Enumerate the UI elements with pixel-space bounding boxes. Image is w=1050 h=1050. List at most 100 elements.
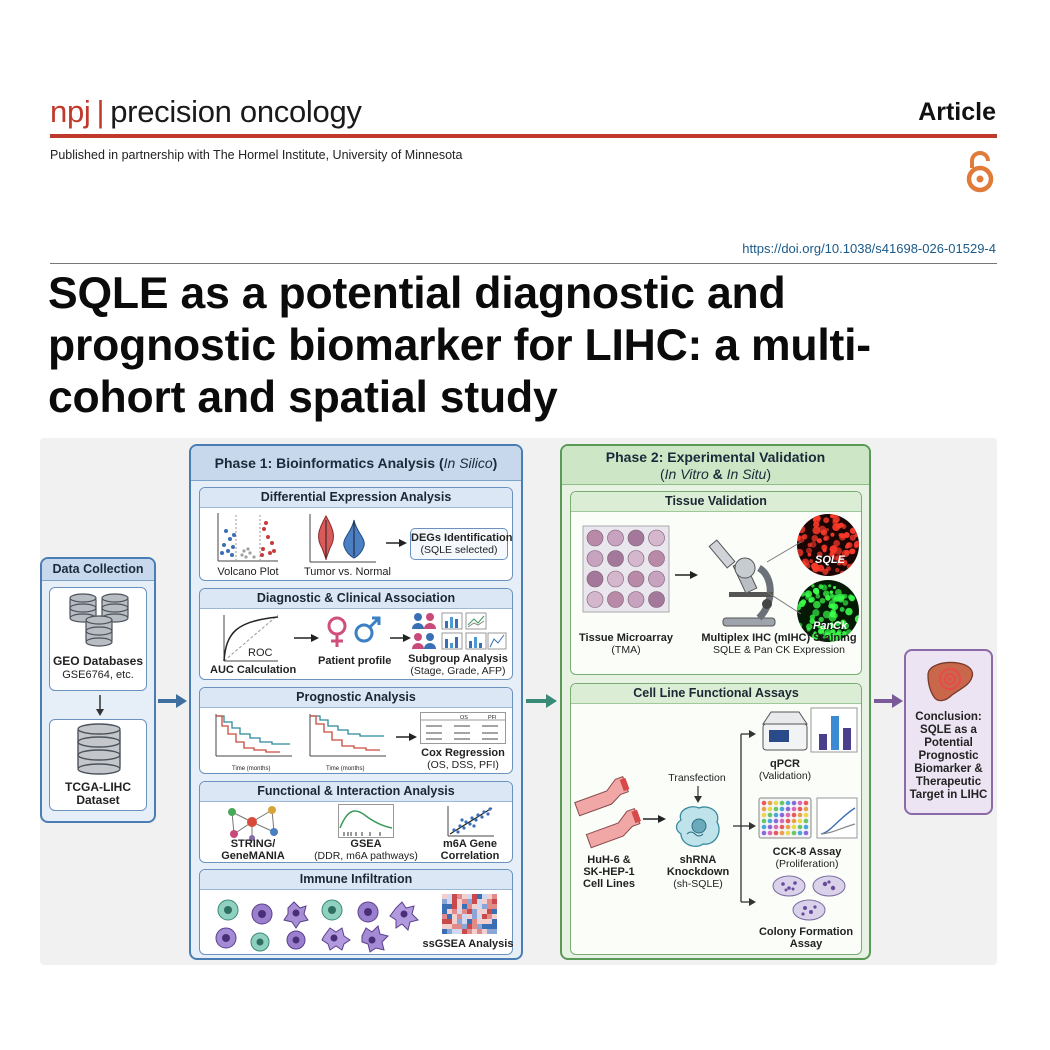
- partnership-note: Published in partnership with The Hormel…: [50, 148, 463, 162]
- plate-well: [791, 824, 797, 830]
- heatmap-cell: [452, 929, 457, 934]
- conclusion-line-6: Therapeutic: [915, 776, 982, 788]
- stain-dot: [798, 571, 803, 576]
- immune-box: Immune Infiltration ssGSEA Analysis: [199, 869, 513, 955]
- arrow-right-icon: [390, 634, 411, 642]
- dea-header: Differential Expression Analysis: [200, 488, 512, 508]
- phase1-panel: Phase 1: Bioinformatics Analysis (In Sil…: [189, 444, 523, 960]
- m6a-label-1: m6A Gene: [442, 838, 497, 850]
- diagnostic-header: Diagnostic & Clinical Association: [200, 589, 512, 609]
- arrow-right-icon: [294, 634, 319, 642]
- plate-well: [803, 824, 809, 830]
- stain-dot: [816, 538, 823, 544]
- subgroup-charts-icon: [412, 612, 507, 650]
- stain-dot: [847, 594, 854, 600]
- heatmap-cell: [442, 899, 447, 904]
- plate-well: [767, 824, 773, 830]
- plate-well: [803, 812, 809, 818]
- stain-connector-lines: [766, 541, 802, 615]
- tumor-normal-label: Tumor vs. Normal: [304, 566, 391, 578]
- stain-dot: [806, 623, 813, 630]
- tma-core: [648, 591, 665, 608]
- tissue-box: Tissue Validation Tissue Microarray (TMA…: [570, 491, 862, 675]
- heatmap-cell: [457, 924, 462, 929]
- stain-dot: [801, 634, 809, 642]
- stain-dot: [834, 589, 842, 596]
- patient-profile-label: Patient profile: [318, 655, 392, 667]
- conclusion-line-5: Biomarker &: [914, 763, 983, 775]
- stain-dot: [809, 596, 815, 603]
- heatmap-cell: [442, 909, 447, 914]
- stain-dot: [839, 570, 846, 576]
- arrow-right-icon: [874, 694, 903, 708]
- volcano-plot-icon: [217, 513, 278, 562]
- conclusion-line-1: Conclusion:: [915, 711, 982, 723]
- stain-dot: [855, 558, 859, 562]
- cox-table-icon: [420, 712, 506, 744]
- heatmap-cell: [462, 914, 467, 919]
- heatmap-cell: [477, 899, 482, 904]
- stain-dot: [841, 524, 847, 530]
- stain-dot: [802, 518, 808, 524]
- heatmap-cell: [467, 909, 472, 914]
- stain-dot: [816, 551, 823, 558]
- heatmap-cell: [477, 919, 482, 924]
- subgroup-title: Subgroup Analysis: [408, 653, 508, 665]
- heatmap-cell: [452, 899, 457, 904]
- plate-well: [797, 806, 803, 812]
- phase2-header-line1: Phase 2: Experimental Validation: [605, 449, 826, 465]
- heatmap-cell: [482, 929, 487, 934]
- km-curve-icon-2: [309, 714, 386, 757]
- heatmap-cell: [492, 899, 497, 904]
- ssgsea-heatmap-icon: [442, 894, 497, 934]
- plate-well: [785, 824, 791, 830]
- plate-well: [761, 806, 767, 812]
- heatmap-cell: [462, 904, 467, 909]
- stain-dot: [809, 559, 814, 564]
- geo-box: GEO Databases GSE6764, etc.: [49, 587, 147, 691]
- plate-well: [773, 824, 779, 830]
- plate-well: [785, 830, 791, 836]
- doi-link[interactable]: https://doi.org/10.1038/s41698-026-01529…: [742, 241, 996, 256]
- heatmap-cell: [452, 924, 457, 929]
- data-collection-panel: Data Collection GEO Databases GSE6764, e…: [40, 557, 156, 823]
- heatmap-cell: [447, 929, 452, 934]
- stain-dot: [807, 552, 812, 557]
- plate-well: [773, 818, 779, 824]
- plate-well: [797, 824, 803, 830]
- colony-label-2: Assay: [789, 938, 823, 950]
- arrow-right-icon: [158, 694, 187, 708]
- stain-dot: [845, 542, 851, 548]
- stain-dot: [811, 562, 819, 571]
- journal-separator: |: [96, 94, 105, 129]
- stain-dot: [836, 560, 842, 566]
- plate-well: [791, 812, 797, 818]
- gsea-label: GSEA: [350, 838, 382, 850]
- stain-dot: [823, 590, 830, 597]
- paper-title: SQLE as a potential diagnostic and progn…: [48, 269, 871, 422]
- tma-core: [648, 529, 665, 547]
- tma-subtitle: (TMA): [611, 644, 641, 656]
- heatmap-cell: [447, 919, 452, 924]
- plate-well: [761, 812, 767, 818]
- tma-title: Tissue Microarray: [579, 632, 673, 644]
- arrow-right-icon: [643, 815, 666, 823]
- stain-dot: [850, 562, 857, 570]
- stain-dot: [835, 567, 840, 573]
- heatmap-cell: [457, 914, 462, 919]
- data-collection-header: Data Collection: [42, 559, 154, 581]
- heatmap-cell: [452, 919, 457, 924]
- arrow-down-icon: [694, 786, 702, 803]
- qpcr-label: qPCR: [770, 758, 800, 770]
- title-rule: [50, 263, 997, 264]
- heatmap-cell: [477, 914, 482, 919]
- heatmap-cell: [442, 924, 447, 929]
- tma-core: [586, 570, 604, 588]
- tma-core: [586, 550, 604, 567]
- heatmap-cell: [462, 929, 467, 934]
- heatmap-cell: [477, 904, 482, 909]
- stain-dot: [823, 517, 830, 524]
- prognostic-box: Prognostic Analysis Time (months) Time (…: [199, 687, 513, 774]
- stain-dot: [815, 594, 821, 599]
- heatmap-cell: [462, 899, 467, 904]
